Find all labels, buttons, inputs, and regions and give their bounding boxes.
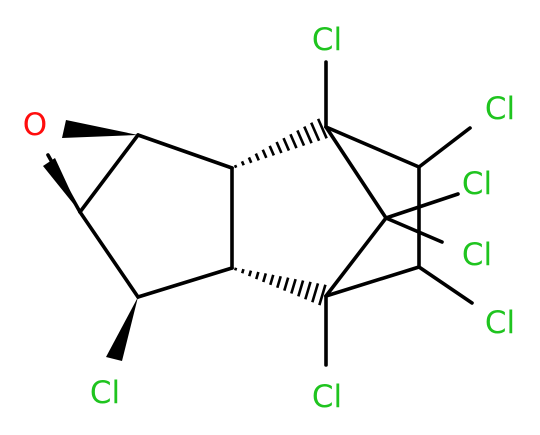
hash-stroke: [289, 133, 298, 149]
hash-stroke: [254, 153, 260, 161]
hash-stroke: [268, 145, 276, 156]
hashed-bond-c4-c9: [233, 267, 327, 306]
hash-stroke: [240, 160, 245, 166]
hash-stroke: [296, 129, 306, 147]
bond-c2-c3: [136, 133, 234, 170]
hash-stroke: [316, 118, 328, 139]
bond-c6-c10: [324, 125, 388, 220]
bond-c10-cl-mid-2: [384, 216, 444, 244]
atom-cl-bottom-center-label: Cl: [312, 379, 342, 415]
wedge-c2-o: [62, 120, 138, 138]
bond-c10-c9: [324, 216, 388, 298]
atom-cl-upper-right-label: Cl: [485, 91, 515, 127]
atom-cl-mid-right-1-label: Cl: [462, 166, 492, 202]
hash-stroke: [283, 277, 290, 292]
hash-stroke: [276, 275, 282, 289]
hash-stroke: [311, 282, 320, 303]
hash-stroke: [318, 284, 327, 306]
bond-c8-c9: [324, 265, 421, 298]
bond-layer: [43, 60, 474, 367]
hash-stroke: [282, 137, 291, 152]
atom-o-label: O: [23, 107, 47, 143]
hash-stroke: [269, 274, 275, 286]
hash-stroke: [275, 141, 283, 154]
bond-c7-cl-upper-right: [417, 126, 472, 169]
hash-stroke: [233, 164, 238, 169]
bond-c1-c2: [78, 133, 140, 214]
atom-cl-mid-right-2-label: Cl: [462, 237, 492, 273]
bond-c4-c5: [136, 266, 234, 299]
bond-c5-c1: [78, 210, 140, 299]
wedge-c1-o: [43, 158, 80, 212]
hash-stroke: [304, 281, 312, 300]
hash-stroke: [310, 122, 321, 142]
hash-stroke: [297, 280, 305, 297]
bond-c6-c7: [324, 125, 421, 169]
atom-cl-lower-right-label: Cl: [485, 305, 515, 341]
hash-stroke: [261, 149, 268, 159]
hash-stroke: [240, 268, 245, 274]
atom-cl-top-label: Cl: [312, 22, 342, 58]
hash-stroke: [255, 271, 260, 280]
hash-stroke: [247, 156, 253, 164]
hash-stroke: [247, 270, 253, 277]
bond-c8-cl-lower-right: [417, 265, 474, 305]
hash-stroke: [290, 278, 297, 294]
hash-stroke: [233, 267, 238, 271]
hash-stroke: [262, 273, 268, 283]
label-bg-o: [20, 109, 50, 141]
bond-c10-cl-mid-1: [384, 192, 460, 220]
atom-label-layer: O Cl Cl Cl Cl Cl Cl Cl: [20, 22, 515, 415]
hashed-bond-c3-c6: [233, 118, 328, 169]
atom-cl-bottom-left-label: Cl: [90, 375, 120, 411]
hash-stroke: [303, 126, 313, 144]
wedge-c5-cl: [106, 297, 138, 361]
